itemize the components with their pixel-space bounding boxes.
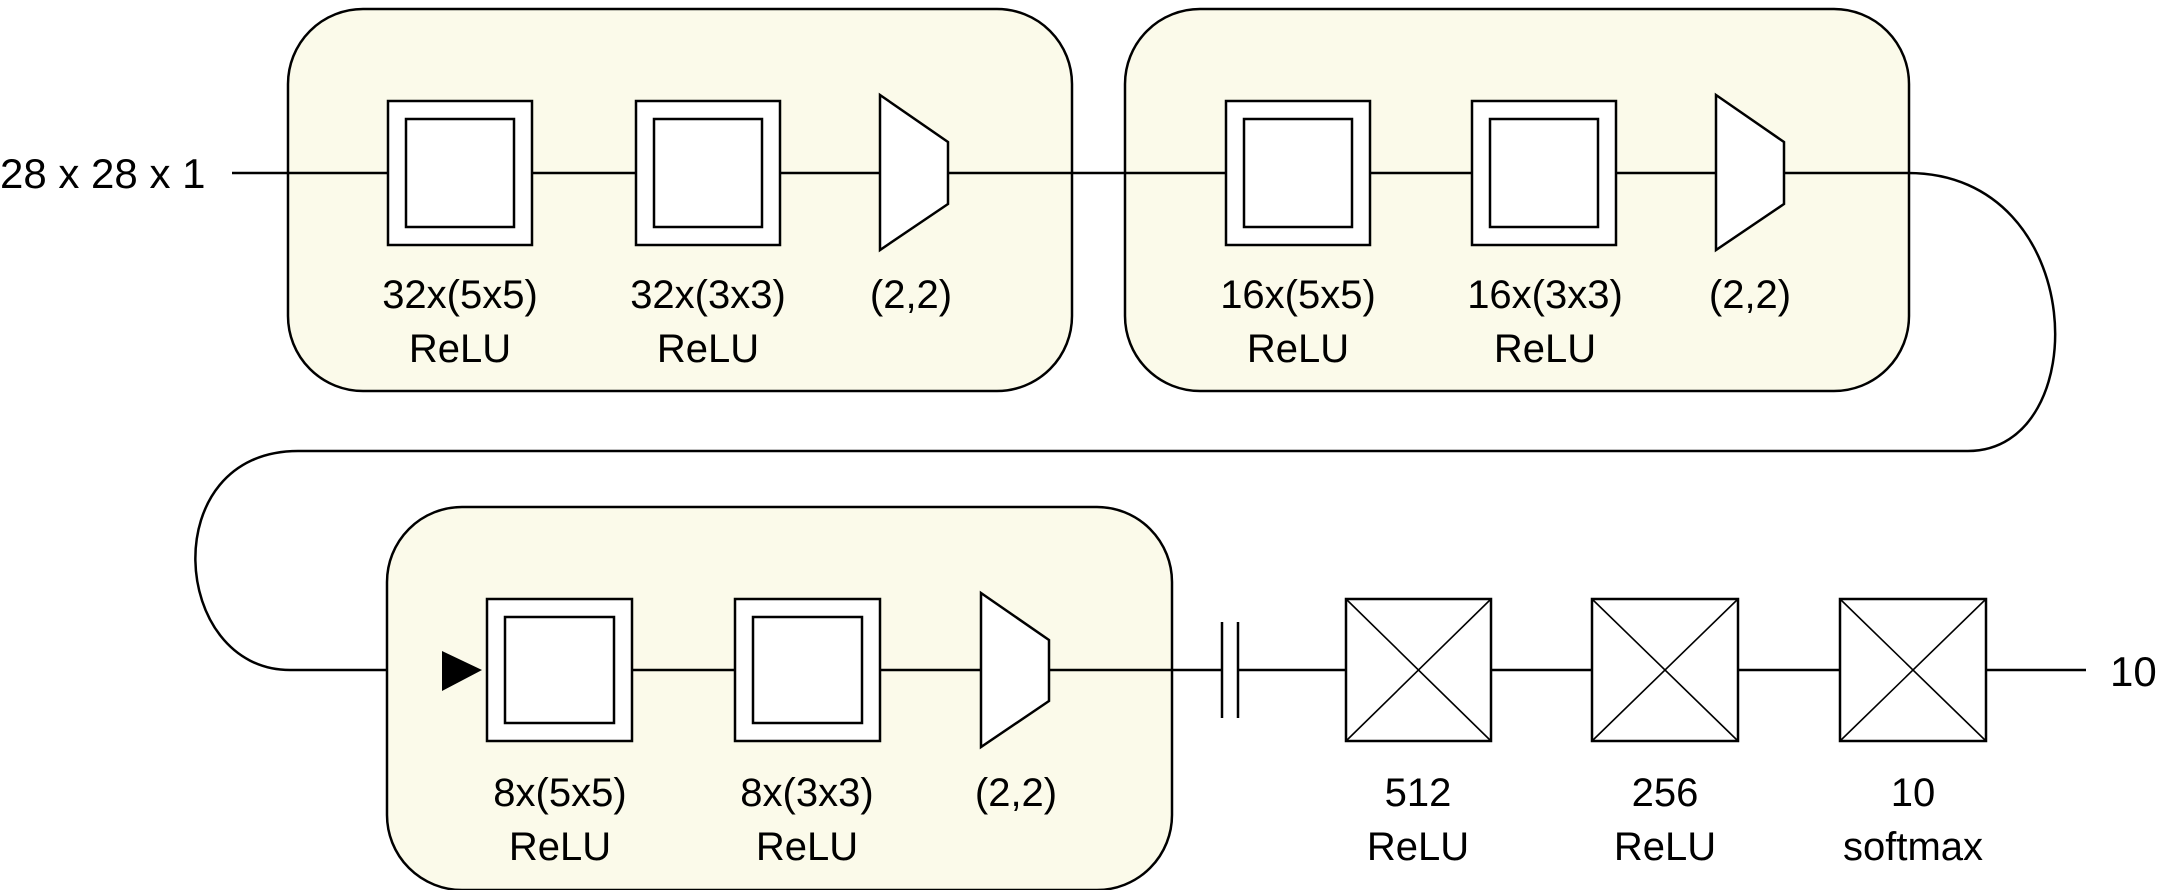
layer-activation-label: ReLU (1247, 327, 1349, 371)
layer-activation-label: ReLU (409, 327, 511, 371)
layer-activation-label: ReLU (509, 825, 611, 869)
layer-filters-label: 32x(3x3) (630, 273, 786, 317)
dense-units-label: 512 (1385, 771, 1452, 815)
conv-layer (1224, 99, 1372, 247)
pool-size-label: (2,2) (870, 273, 952, 317)
flatten-icon (1220, 622, 1240, 718)
layer-filters-label: 16x(5x5) (1220, 273, 1376, 317)
pool-size-label: (2,2) (1709, 273, 1791, 317)
layer-activation-label: ReLU (1494, 327, 1596, 371)
maxpool-layer (1714, 92, 1786, 253)
layer-activation-label: ReLU (657, 327, 759, 371)
layer-filters-label: 32x(5x5) (382, 273, 538, 317)
dense-layer (1590, 597, 1740, 743)
input-label: 28 x 28 x 1 (0, 150, 205, 197)
layer-activation-label: ReLU (756, 825, 858, 869)
dense-units-label: 256 (1632, 771, 1699, 815)
wrap-connector (194, 171, 2057, 672)
dense-activation-label: ReLU (1367, 825, 1469, 869)
dense-activation-label: ReLU (1614, 825, 1716, 869)
conv-layer (386, 99, 534, 247)
layer-filters-label: 8x(3x3) (740, 771, 873, 815)
conv-layer (634, 99, 782, 247)
output-label: 10 (2110, 648, 2157, 695)
pool-size-label: (2,2) (975, 771, 1057, 815)
dense-activation-label: softmax (1843, 825, 1983, 869)
conv-layer (733, 597, 882, 743)
dense-units-label: 10 (1891, 771, 1936, 815)
dense-layer (1344, 597, 1493, 743)
maxpool-layer (878, 92, 950, 253)
layer-filters-label: 16x(3x3) (1467, 273, 1623, 317)
maxpool-layer (979, 590, 1051, 750)
dense-layer (1838, 597, 1988, 743)
conv-layer (485, 597, 634, 743)
layer-filters-label: 8x(5x5) (493, 771, 626, 815)
arrowhead-icon (442, 651, 482, 691)
conv-layer (1470, 99, 1618, 247)
